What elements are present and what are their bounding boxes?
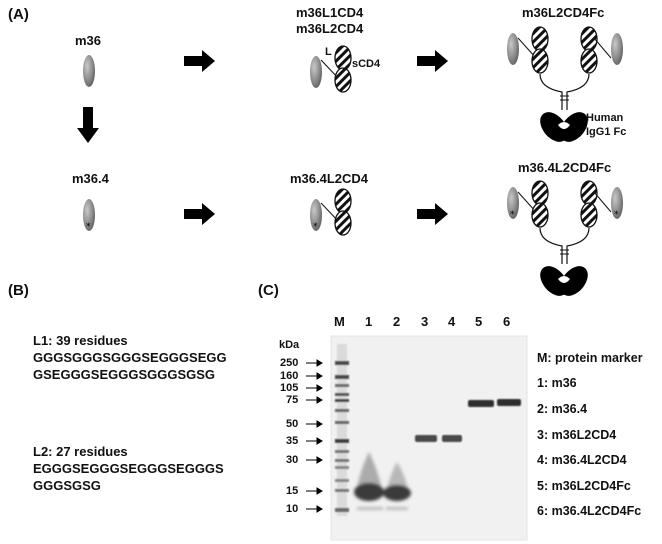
label-linker: L [325, 46, 332, 58]
legend-2: 2: m36.4 [537, 402, 588, 416]
marker-10: 10 [286, 503, 299, 515]
label-human: Human [586, 112, 624, 124]
l2-title: L2: 27 residues [33, 444, 128, 459]
marker-arrows [306, 359, 323, 513]
arrow-right-4 [417, 203, 448, 225]
label-m364l2cd4fc: m36.4L2CD4Fc [518, 160, 612, 175]
label-igg1fc: IgG1 Fc [586, 126, 627, 138]
lane-2: 2 [393, 314, 401, 329]
legend-1: 1: m36 [537, 376, 577, 390]
arrow-right-3 [184, 203, 215, 225]
marker-30: 30 [286, 454, 299, 466]
legend-m: M: protein marker [537, 351, 643, 365]
m364-nanobody: * [83, 199, 95, 232]
lane-6: 6 [503, 314, 511, 329]
marker-75: 75 [286, 394, 299, 406]
lane-m: M [334, 314, 345, 329]
svg-text:*: * [313, 222, 318, 232]
l2-seq-line2: GGGSGSG [33, 478, 101, 493]
m36-cd4-construct [310, 45, 352, 93]
m36-nanobody [83, 55, 95, 87]
marker-15: 15 [286, 485, 299, 497]
m36-cd4-fc-construct [507, 26, 623, 148]
label-m36: m36 [75, 33, 102, 48]
marker-160: 160 [280, 370, 299, 382]
label-m364l2cd4: m36.4L2CD4 [290, 171, 369, 186]
lane-3: 3 [421, 314, 429, 329]
label-m364: m36.4 [72, 171, 109, 186]
panel-label-a: (A) [8, 6, 29, 23]
kda-label: kDa [279, 339, 300, 351]
l1-seq-line2: GSEGGGSEGGGSGGGSGSG [33, 367, 216, 382]
l1-title: L1: 39 residues [33, 333, 128, 348]
legend-4: 4: m36.4L2CD4 [537, 453, 627, 467]
marker-250: 250 [280, 357, 299, 369]
svg-text:*: * [614, 210, 619, 220]
legend-3: 3: m36L2CD4 [537, 428, 617, 442]
m364-cd4-fc-construct: * * [507, 180, 623, 302]
arrow-right-2 [417, 50, 448, 72]
label-scd4: sCD4 [352, 58, 381, 70]
marker-105: 105 [280, 382, 299, 394]
marker-ladder [335, 344, 349, 516]
svg-text:*: * [510, 210, 515, 220]
label-m36l2cd4fc: m36L2CD4Fc [522, 5, 605, 20]
arrow-down [77, 107, 99, 143]
legend-6: 6: m36.4L2CD4Fc [537, 504, 642, 518]
panel-label-b: (B) [8, 282, 29, 299]
marker-35: 35 [286, 435, 299, 447]
marker-50: 50 [286, 418, 299, 430]
m364-cd4-construct: * [310, 188, 352, 236]
lane-4: 4 [448, 314, 456, 329]
sds-page-gel [330, 335, 528, 541]
lane-5: 5 [475, 314, 483, 329]
svg-text:*: * [86, 222, 91, 232]
label-m36l1cd4: m36L1CD4 [296, 5, 364, 20]
label-m36l2cd4: m36L2CD4 [296, 21, 364, 36]
panel-label-c: (C) [258, 282, 279, 299]
l1-seq-line1: GGGSGGGSGGGSEGGGSEGG [33, 350, 227, 365]
legend-5: 5: m36L2CD4Fc [537, 479, 631, 493]
lane-1: 1 [365, 314, 373, 329]
arrow-right-1 [184, 50, 215, 72]
l2-seq-line1: EGGGSEGGGSEGGGSEGGGS [33, 461, 224, 476]
